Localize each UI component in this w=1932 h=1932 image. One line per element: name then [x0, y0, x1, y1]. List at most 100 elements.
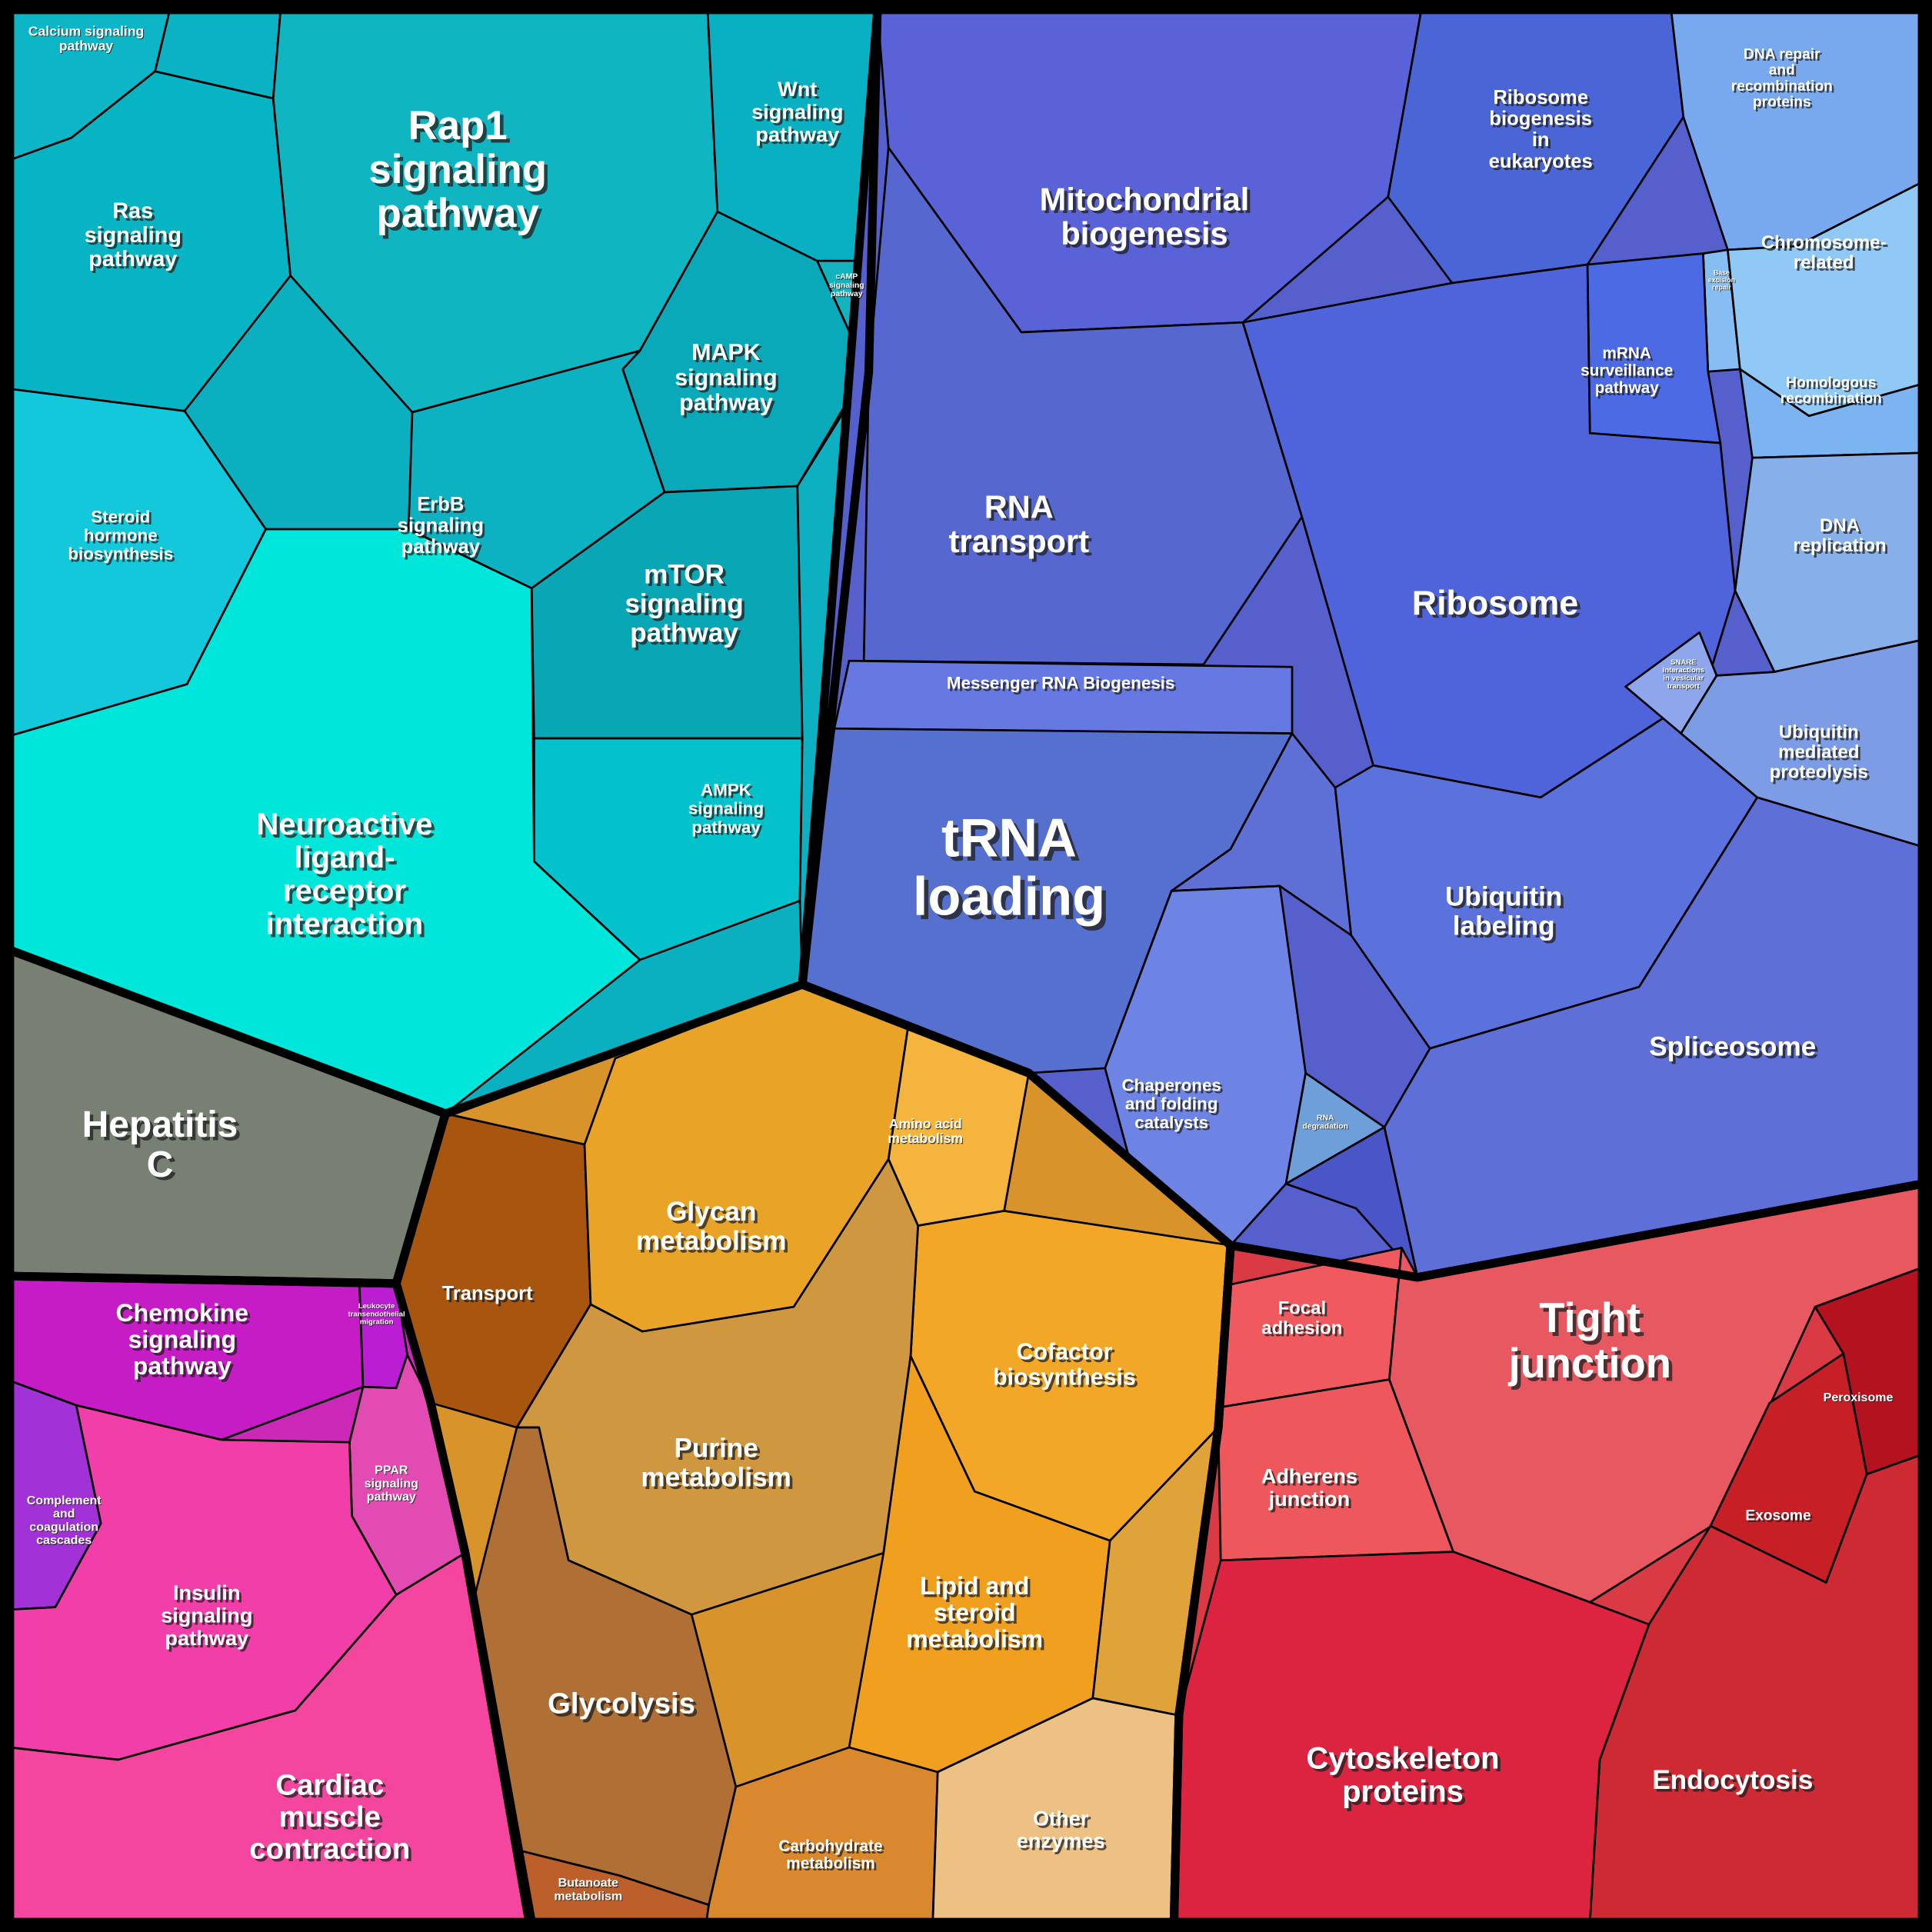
- cell-rna-transport: [862, 146, 1304, 666]
- cell-messenger-rna-biogenesis: [833, 659, 1294, 734]
- label-endocytosis: Endocytosis: [1652, 1765, 1813, 1795]
- cell-dna-replication: [1734, 451, 1924, 673]
- label-shadow-ribosome: Ribosome: [1415, 587, 1582, 625]
- label-transport: Transport: [442, 1283, 534, 1304]
- label-shadow-peroxisome: Peroxisome: [1824, 1392, 1894, 1405]
- label-shadow-exosome: Exosome: [1747, 1510, 1814, 1526]
- label-peroxisome: Peroxisome: [1824, 1391, 1894, 1404]
- label-shadow-messenger-rna-biogenesis: Messenger RNA Biogenesis: [949, 675, 1178, 695]
- group-outline-cellular: [1169, 1179, 1927, 1927]
- label-exosome: Exosome: [1745, 1507, 1811, 1524]
- label-shadow-spliceosome: Spliceosome: [1652, 1034, 1819, 1064]
- label-shadow-glycolysis: Glycolysis: [551, 1690, 698, 1723]
- label-ribosome: Ribosome: [1412, 584, 1579, 622]
- label-shadow-chromosome-related: Chromosome-related: [1764, 235, 1889, 275]
- label-chromosome-related: Chromosome-related: [1761, 232, 1887, 273]
- group-borders-layer: [5, 5, 1927, 1927]
- cell-ribosome: [1241, 263, 1737, 799]
- cells-layer: [8, 8, 1924, 1924]
- group-outline-organismal: [5, 1271, 534, 1927]
- cell-cytoskeleton-proteins: [1173, 1551, 1651, 1924]
- label-spliceosome: Spliceosome: [1649, 1031, 1816, 1061]
